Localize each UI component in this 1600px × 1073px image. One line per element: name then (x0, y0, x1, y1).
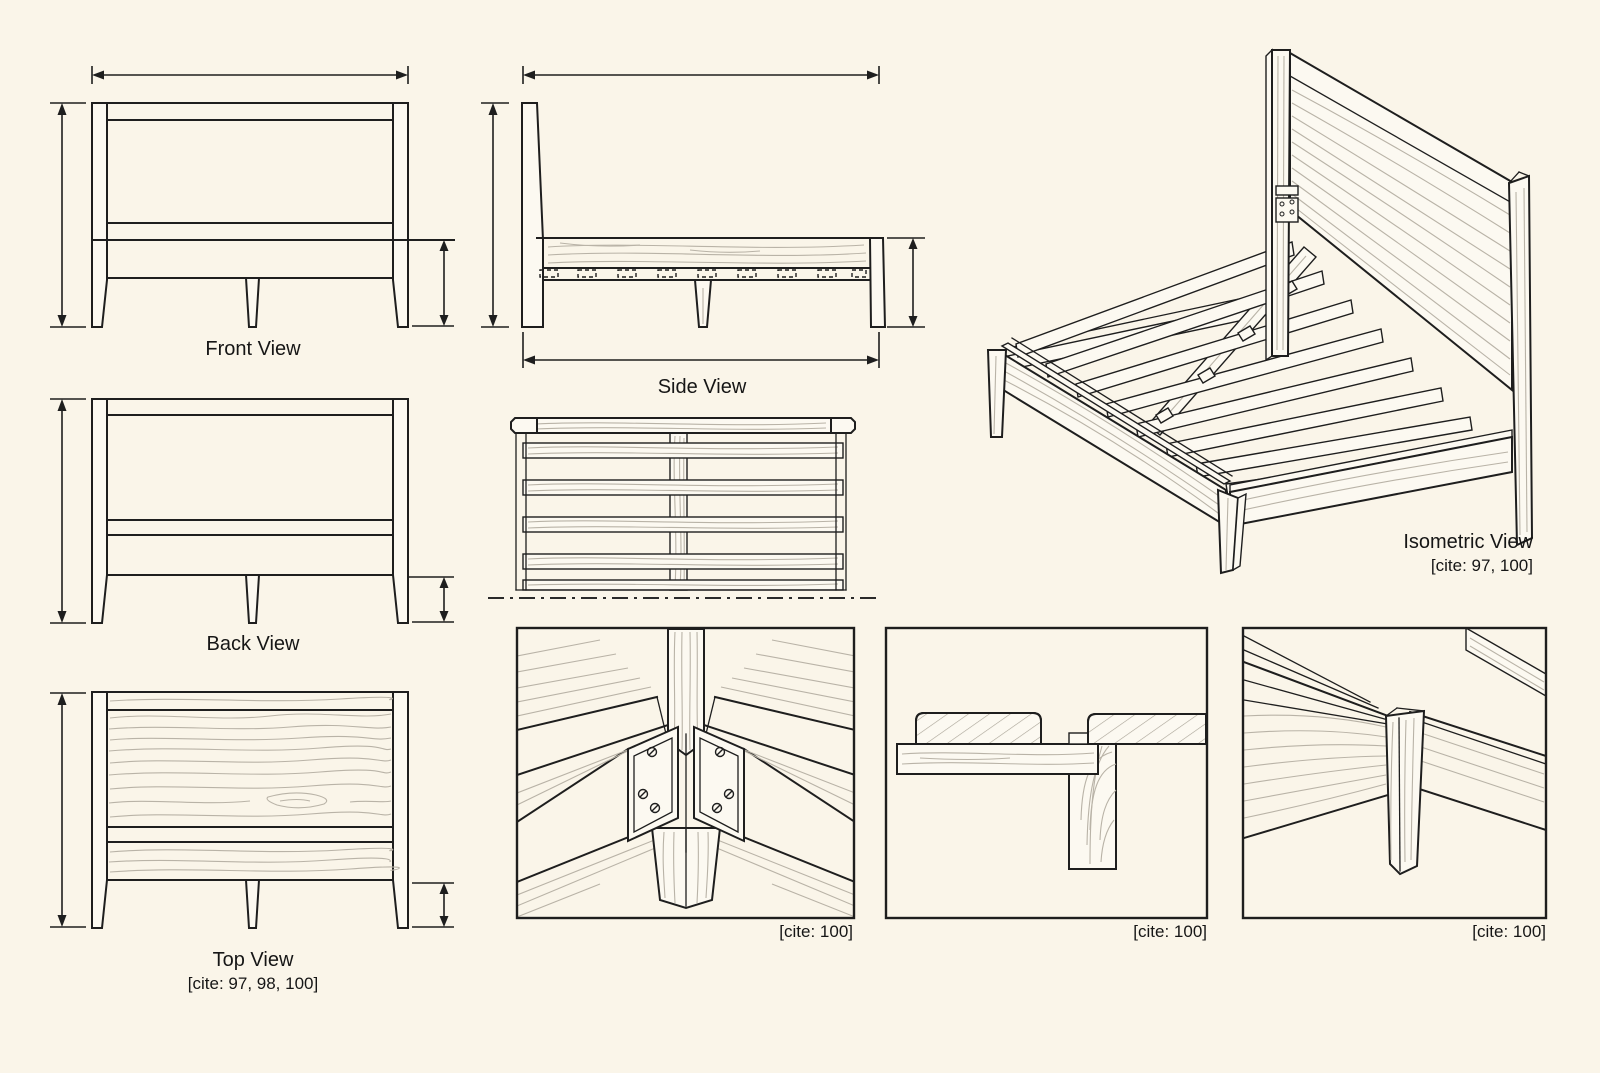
back-frame (91, 398, 409, 624)
detail-1-cite: [cite: 100] (779, 922, 853, 941)
top-view-cite: [cite: 97, 98, 100] (187, 974, 319, 993)
front-frame (91, 102, 455, 328)
section-cleat-block (1068, 732, 1089, 745)
isometric-view-label: Isometric View (1403, 531, 1533, 553)
leg-detail-right-rail (1408, 629, 1545, 831)
bracket-rails-right (699, 639, 853, 917)
iso-headboard-near-post (1265, 48, 1299, 362)
bracket-plates (627, 725, 745, 853)
leg-detail-left-rail (1244, 635, 1390, 840)
front-view-drawing (50, 66, 455, 328)
detail-slat-support (884, 626, 1209, 920)
section-slat-left (915, 712, 1042, 745)
iso-bracket (1275, 185, 1299, 223)
detail-3-border (1241, 626, 1548, 920)
back-dimensions (50, 398, 454, 624)
slat-side-rails (515, 432, 847, 591)
top-dimensions (50, 692, 454, 928)
iso-foot-far-leg (986, 349, 1008, 438)
detail-corner-bracket (515, 626, 856, 920)
top-view-drawing (50, 691, 454, 929)
slat-layout-drawing (488, 417, 882, 599)
bracket-leg (650, 827, 722, 910)
side-frame (521, 102, 887, 328)
slat-bands (522, 442, 844, 591)
front-view-label: Front View (205, 338, 301, 360)
back-view-label: Back View (206, 633, 300, 655)
bracket-screws (637, 746, 735, 814)
side-slat-marks (539, 269, 867, 278)
side-rail-grain (547, 242, 867, 264)
slat-top-rail (510, 417, 856, 434)
leg-detail-leg (1384, 707, 1426, 876)
side-view-drawing (481, 66, 925, 368)
top-view-label: Top View (212, 949, 294, 971)
detail-corner-leg (1241, 626, 1548, 920)
isometric-drawing (986, 48, 1534, 575)
front-dimensions (50, 66, 454, 328)
bracket-rails-left (518, 639, 673, 917)
iso-foot-rail (999, 337, 1233, 528)
isometric-view-cite: [cite: 97, 100] (1430, 556, 1533, 575)
detail-2-border (884, 626, 1209, 920)
top-wood-grain (108, 696, 400, 873)
iso-headboard-panel (1289, 51, 1513, 393)
section-slat-right (1087, 713, 1206, 745)
side-view-label: Side View (657, 376, 747, 398)
iso-foot-near-leg (1216, 488, 1247, 575)
section-rail (896, 743, 1099, 775)
side-dimensions (481, 66, 925, 368)
detail-2-cite: [cite: 100] (1133, 922, 1207, 941)
detail-1-border (515, 626, 856, 920)
iso-headboard-far-post (1507, 171, 1534, 547)
detail-3-cite: [cite: 100] (1472, 922, 1546, 941)
back-view-drawing (50, 398, 454, 624)
